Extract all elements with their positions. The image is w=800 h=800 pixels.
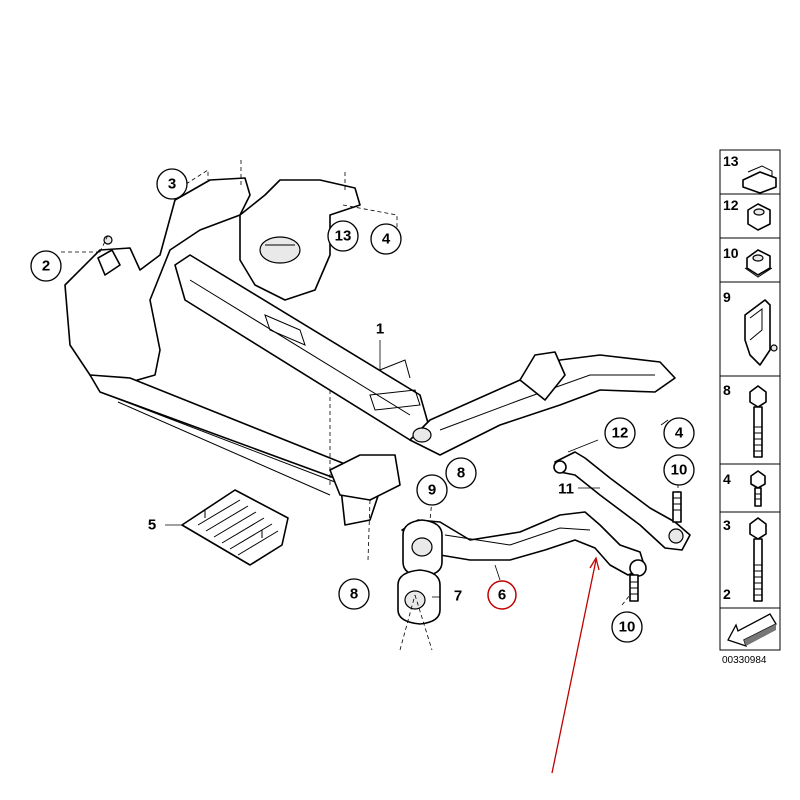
callout-10-upper: 10 <box>663 454 695 486</box>
callout-2: 2 <box>30 250 62 282</box>
short-bolt-icon <box>750 470 766 489</box>
legend-item-4: 4 <box>719 463 781 513</box>
callout-1-label: 1 <box>376 321 384 338</box>
legend-num-10: 10 <box>723 245 739 261</box>
hex-bolt-icon <box>749 385 767 408</box>
legend-item-13: 13 <box>719 149 781 195</box>
legend-num-13: 13 <box>723 153 739 169</box>
callout-4-top: 4 <box>370 223 402 255</box>
callout-4-top-label: 4 <box>382 231 391 248</box>
legend-num-2: 2 <box>723 586 731 602</box>
callout-3: 3 <box>156 168 188 200</box>
callout-11-label: 11 <box>558 481 574 498</box>
diagram-code: 00330984 <box>722 655 767 666</box>
callout-13-label: 13 <box>335 228 352 245</box>
callout-8-upper-label: 8 <box>457 465 465 482</box>
callout-8-lower: 8 <box>338 578 370 610</box>
front-axle-carrier <box>64 177 676 526</box>
hex-nut-icon <box>747 203 771 231</box>
callout-6: 6 <box>487 580 517 610</box>
tension-strut-arm <box>553 451 691 551</box>
callout-7: 7 <box>454 588 462 605</box>
legend-num-4: 4 <box>723 471 731 487</box>
legend-item-3-2: 3 2 <box>719 511 781 609</box>
direction-indicator <box>719 607 781 651</box>
highlight-arrow <box>551 556 600 774</box>
bracket-icon <box>744 299 771 366</box>
callout-8-lower-label: 8 <box>350 586 358 603</box>
clip-nut-icon <box>742 171 777 194</box>
legend-num-3: 3 <box>723 517 731 533</box>
rubber-mount-9 <box>402 519 443 577</box>
callout-4-right: 4 <box>663 417 695 449</box>
callout-8-upper: 8 <box>445 457 477 489</box>
wishbone-control-arm <box>401 511 647 577</box>
legend-item-12: 12 <box>719 193 781 239</box>
parts-legend: 13 12 10 9 8 <box>719 149 781 666</box>
callout-5: 5 <box>148 517 156 534</box>
callout-10-lower-label: 10 <box>619 619 636 636</box>
legend-item-8: 8 <box>719 375 781 465</box>
callout-9-label: 9 <box>428 482 436 499</box>
callout-3-label: 3 <box>168 176 176 193</box>
callout-9: 9 <box>416 474 448 506</box>
long-bolt-icon <box>749 517 767 540</box>
ball-joint-pin-lower <box>629 574 639 602</box>
collar-nut-icon <box>746 249 771 276</box>
legend-item-9: 9 <box>719 281 781 377</box>
underbody-protection-plate <box>181 489 289 566</box>
callout-4-right-label: 4 <box>675 425 684 442</box>
rubber-mount-7 <box>397 569 441 625</box>
legend-item-10: 10 <box>719 237 781 283</box>
callout-10-lower: 10 <box>611 611 643 643</box>
ball-joint-pin-upper <box>672 491 682 523</box>
callout-7-label: 7 <box>454 588 462 605</box>
legend-num-8: 8 <box>723 382 731 398</box>
callout-13: 13 <box>327 220 359 252</box>
legend-num-9: 9 <box>723 289 731 305</box>
callout-2-label: 2 <box>42 258 50 275</box>
callout-12-label: 12 <box>612 425 629 442</box>
callout-10-upper-label: 10 <box>671 462 688 479</box>
callout-12: 12 <box>604 417 636 449</box>
callout-6-label: 6 <box>498 587 506 604</box>
legend-num-12: 12 <box>723 197 739 213</box>
callout-1: 1 <box>376 321 384 338</box>
callout-11: 11 <box>558 481 574 498</box>
callout-5-label: 5 <box>148 517 156 534</box>
